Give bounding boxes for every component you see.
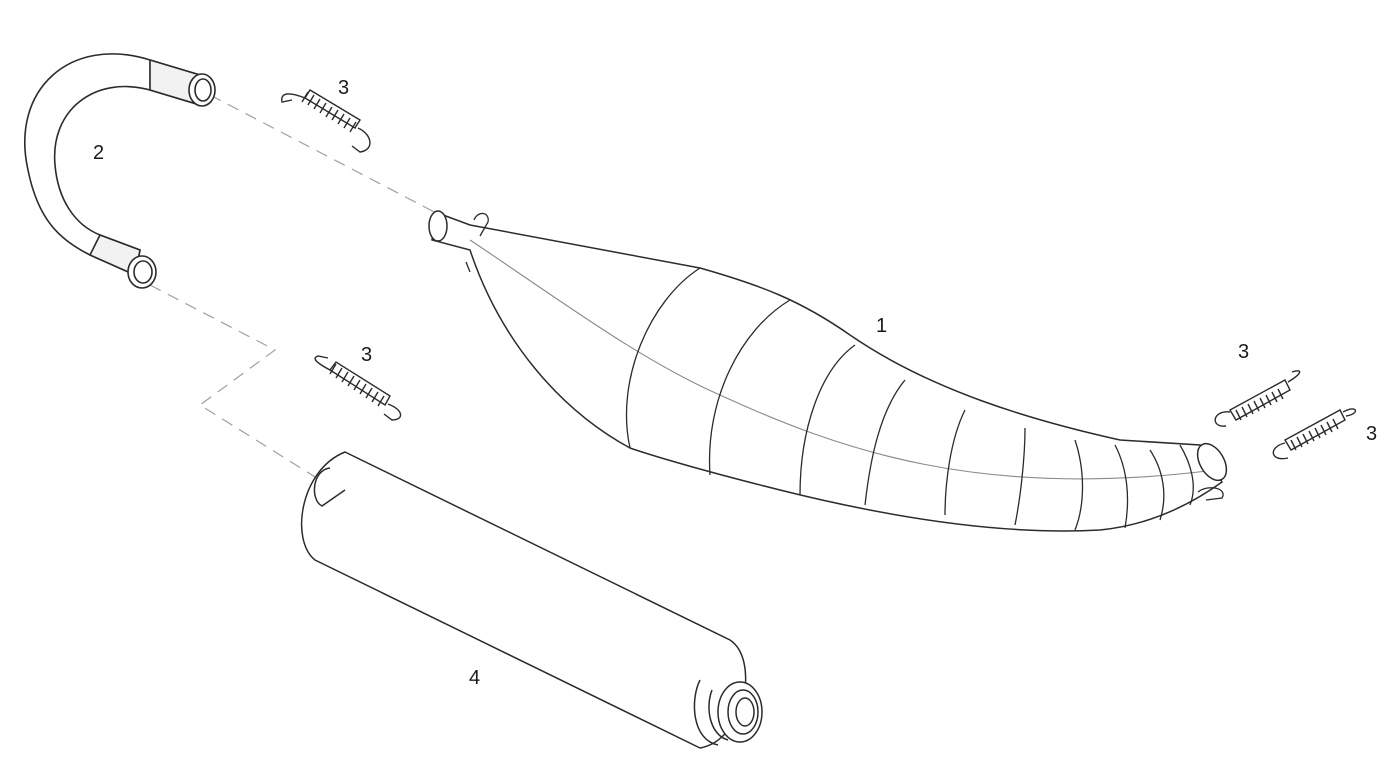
leader-line-header-to-silencer <box>149 284 321 481</box>
tension-spring-a <box>281 89 371 153</box>
callout-part-1: 1 <box>876 315 888 337</box>
callout-part-3-middle: 3 <box>361 344 373 366</box>
leader-line-header-to-chamber <box>209 94 441 216</box>
callout-part-3-top: 3 <box>338 77 350 99</box>
leader-lines <box>149 94 441 481</box>
tension-spring-b <box>314 355 402 421</box>
tension-spring-d <box>1272 408 1357 460</box>
callout-part-2: 2 <box>93 142 105 164</box>
exhaust-expansion-chamber <box>428 210 1228 532</box>
callout-part-3-right-lower: 3 <box>1366 423 1378 445</box>
callout-part-3-right-upper: 3 <box>1238 341 1250 363</box>
callout-part-4: 4 <box>469 667 481 689</box>
silencer <box>300 451 763 749</box>
tension-spring-c <box>1214 370 1301 427</box>
header-u-pipe <box>23 53 216 289</box>
